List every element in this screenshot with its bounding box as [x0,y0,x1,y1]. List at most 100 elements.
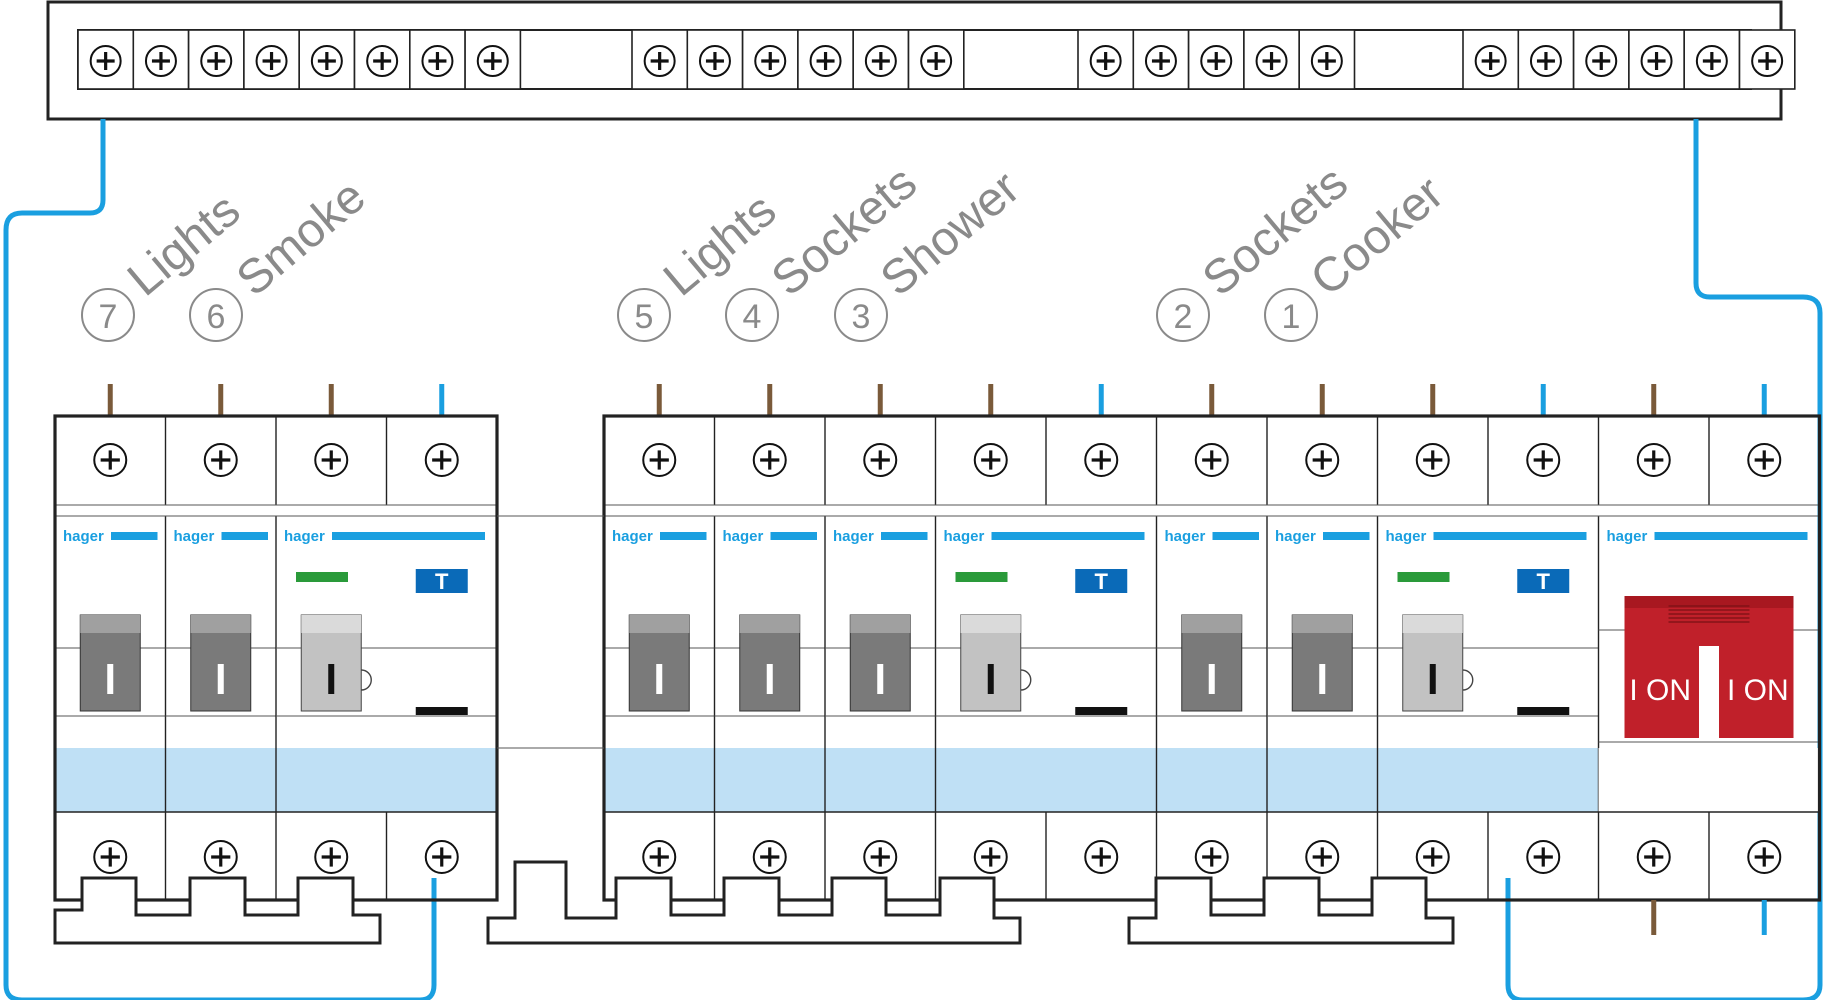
breaker-toggle[interactable] [79,614,141,712]
brand-label: hager [174,528,215,545]
rcd-toggle[interactable] [300,614,372,712]
busbars [53,860,1455,945]
isolator-toggle[interactable]: I ON I ON [1624,596,1794,738]
brand-stripe [660,532,707,540]
breaker-toggle[interactable] [849,614,911,712]
isolator-on-label-left: I ON [1629,674,1691,707]
neutral-terminal-screw-icon [421,45,454,77]
rcd-toggle[interactable] [960,614,1032,712]
circuit-number-3: 3 [852,298,871,336]
test-button[interactable]: T [1517,569,1570,594]
isolator-on-label-right: I ON [1727,674,1789,707]
rcd-indicator [955,572,1008,582]
terminal-screw-icon [973,443,1008,477]
terminal-screw-icon [424,443,459,477]
terminal-screw-icon [1194,840,1229,874]
brand-label: hager [1275,528,1316,545]
breaker-toggle[interactable] [1181,614,1243,712]
brand-label: hager [1386,528,1427,545]
circuit-name-5: Lights [654,183,786,306]
breaker-toggle[interactable] [739,614,801,712]
brand-stripe [1654,532,1808,540]
neutral-terminal-screw-icon [754,45,787,77]
neutral-terminal-screw-icon [643,45,676,77]
terminal-screw-icon [1194,443,1229,477]
rcd-test-panel: T [1075,569,1128,715]
module-housing [53,414,499,902]
brand-label: hager [612,528,653,545]
terminal-screw-icon [314,443,349,477]
brand-label: hager [1165,528,1206,545]
rcd-test-panel: T [1517,569,1570,715]
rcd-indicator [296,572,348,582]
neutral-terminal-screw-icon [144,45,177,77]
rcd-device: hager [935,528,1157,717]
test-button-label: T [1095,569,1109,594]
rcd-indicator [1397,572,1450,582]
brand-stripe [991,532,1145,540]
neutral-terminal-screw-icon [1585,45,1618,77]
neutral-terminal-screw-icon [89,45,122,77]
brand-label: hager [833,528,874,545]
circuit-number-5: 5 [635,298,654,336]
circuit-labels: 7 Lights 6 Smoke 5 Lights 4 Sockets 3 Sh… [81,156,1454,342]
neutral-terminal-screw-icon [1529,45,1562,77]
brand-label: hager [723,528,764,545]
mcb-breaker: hager [1267,528,1378,717]
rcd-device: hager [1377,528,1599,717]
neutral-terminal-screw-icon [200,45,233,77]
breaker-toggle[interactable] [190,614,252,712]
mcb-breaker: hager [604,528,715,717]
circuit-number-7: 7 [99,298,118,336]
neutral-terminal-screw-icon [1255,45,1288,77]
terminal-screw-icon [1415,840,1450,874]
brand-stripe [1323,532,1370,540]
rcd-toggle[interactable] [1402,614,1474,712]
breaker-toggle[interactable] [628,614,690,712]
brand-stripe [221,532,268,540]
rcd-trip-indicator [1075,707,1128,715]
neutral-terminal-screw-icon [809,45,842,77]
terminal-screw-icon [642,443,677,477]
mcb-breaker: hager [55,528,166,717]
terminal-screw-icon [752,443,787,477]
terminal-screw-icon [93,443,128,477]
test-button[interactable]: T [415,569,468,594]
circuit-number-6: 6 [207,298,226,336]
neutral-terminal-screw-icon [1640,45,1673,77]
terminal-screw-icon [1747,840,1782,874]
brand-stripe [881,532,928,540]
brand-stripe [1433,532,1587,540]
terminal-screw-icon [1415,443,1450,477]
terminal-screw-icon [1747,443,1782,477]
terminal-screw-icon [1636,443,1671,477]
terminal-screw-icon [93,840,128,874]
brand-label: hager [284,528,325,545]
mcb-breaker: hager [165,528,276,717]
terminal-screw-icon [203,443,238,477]
neutral-terminal-screw-icon [1144,45,1177,77]
neutral-bar-terminals [77,29,1796,90]
terminal-screw-icon [1636,840,1671,874]
neutral-terminal-screw-icon [1474,45,1507,77]
test-button[interactable]: T [1075,569,1128,594]
terminal-screw-icon [203,840,238,874]
terminal-screw-icon [973,840,1008,874]
neutral-terminal-screw-icon [1310,45,1343,77]
brand-stripe [111,532,158,540]
terminal-screw-icon [642,840,677,874]
mcb-breaker: hager [1156,528,1267,717]
neutral-terminal-screw-icon [476,45,509,77]
terminal-screw-icon [1084,840,1119,874]
breaker-toggle[interactable] [1291,614,1353,712]
rcd-test-panel: T [415,569,468,715]
circuit-name-6: Smoke [227,170,376,307]
brand-stripe [332,532,485,540]
mcb-breaker: hager [825,528,936,717]
terminal-screw-icon [863,840,898,874]
neutral-terminal-screw-icon [310,45,343,77]
terminal-screw-icon [752,840,787,874]
neutral-terminal-screw-icon [255,45,288,77]
